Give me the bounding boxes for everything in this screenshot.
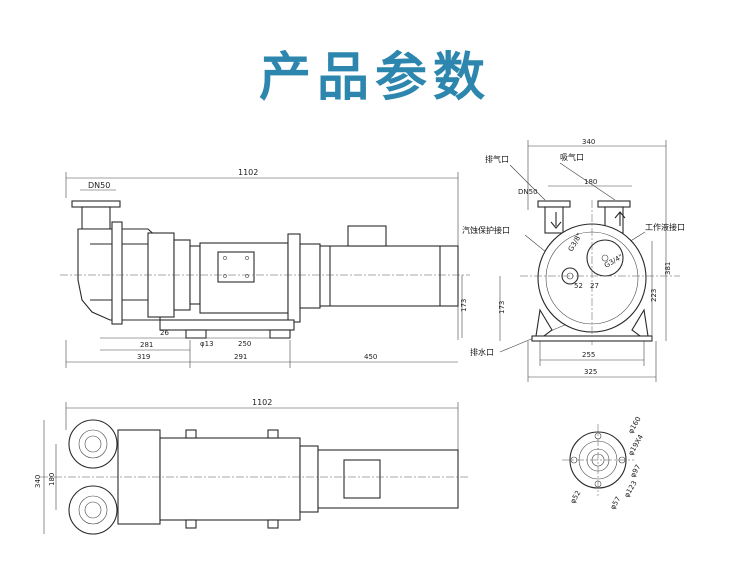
dim-325: 325	[584, 368, 597, 376]
label-cavitation-port: 汽蚀保护接口	[462, 225, 510, 235]
dim-26: 26	[160, 329, 169, 337]
label-drain: 排水口	[470, 347, 494, 357]
label-suction: 吸气口	[560, 152, 584, 162]
dim-shaft-height: 173	[460, 299, 468, 312]
dim-end-inner: 180	[584, 178, 597, 186]
flange-d97: φ97	[629, 463, 643, 479]
dim-319: 319	[137, 353, 150, 361]
flange-d57: φ57	[609, 495, 623, 511]
flange-detail: φ160 φ19X4 φ97 φ123 φ57 φ52	[562, 415, 645, 511]
dim-255: 255	[582, 351, 595, 359]
dim-top-340: 340	[34, 475, 42, 488]
flange-d160: φ160	[627, 415, 643, 435]
dim-hole: φ13	[200, 340, 214, 348]
flange-d123: φ123	[623, 479, 639, 499]
side-elevation-view: 1102 DN50 173	[60, 168, 470, 368]
dim-450: 450	[364, 353, 377, 361]
dim-end-173: 173	[498, 301, 506, 314]
end-view: 340 180 DN50 排气口 吸气口 汽蚀保护接口 工作液接口 排水口 G3…	[462, 138, 685, 382]
dim-top-overall: 1102	[252, 398, 272, 407]
flange-d52: φ52	[569, 489, 583, 505]
dim-end-dn50: DN50	[518, 188, 538, 196]
dim-27: 27	[590, 282, 599, 290]
page-title: 产品参数	[258, 48, 491, 108]
label-exhaust: 排气口	[485, 154, 509, 164]
dim-223: 223	[650, 289, 658, 302]
dim-381: 381	[664, 262, 672, 275]
label-working-fluid-port: 工作液接口	[645, 222, 685, 232]
dim-top-180: 180	[48, 473, 56, 486]
dim-291: 291	[234, 353, 247, 361]
dim-end-width: 340	[582, 138, 595, 146]
dim-overall-length: 1102	[238, 168, 258, 177]
dim-281: 281	[140, 341, 153, 349]
dim-52: 52	[574, 282, 583, 290]
dim-250: 250	[238, 340, 251, 348]
flange-d19x4: φ19X4	[627, 433, 646, 457]
top-view: 1102 340 180	[34, 398, 470, 535]
dim-inlet-dn50: DN50	[88, 181, 110, 190]
